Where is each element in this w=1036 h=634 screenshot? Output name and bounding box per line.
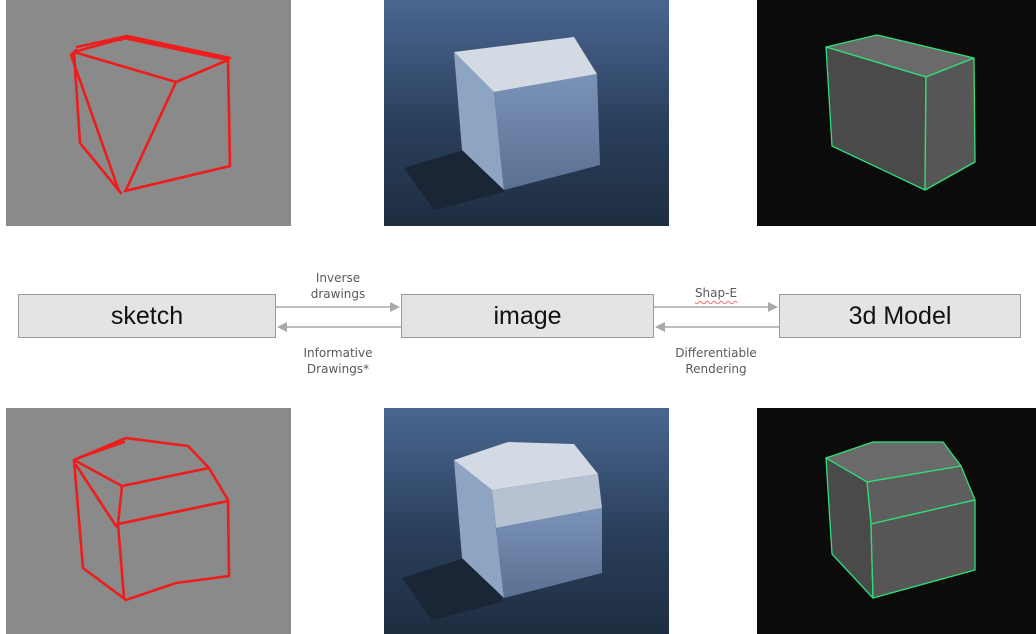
inverse-drawings-line1: Inverse [315,271,361,285]
informative-drawings-line2: Drawings* [306,362,370,376]
sketch-node-label: sketch [110,301,184,330]
model-node: 3d Model [779,294,1021,338]
shap-e-label: Shap-E [666,285,766,301]
mesh-cube-top [757,0,1036,226]
differentiable-rendering-label: Differentiable Rendering [655,345,777,377]
inverse-drawings-line2: drawings [310,287,366,301]
shap-e-text: Shap-E [694,286,738,300]
informative-drawings-label: Informative Drawings* [283,345,393,377]
informative-drawings-line1: Informative [303,346,373,360]
model-node-label: 3d Model [848,301,952,330]
sketch-cube-top [6,0,291,226]
sketch-node: sketch [18,294,276,338]
image-node-label: image [493,301,562,330]
rendered-chamfer-bottom [384,408,669,634]
image-node: image [401,294,654,338]
differentiable-rendering-line2: Rendering [685,362,747,376]
rendered-cube-top [384,0,669,226]
sketch-chamfer-bottom [6,408,291,634]
mesh-chamfer-bottom [757,408,1036,634]
differentiable-rendering-line1: Differentiable [675,346,757,360]
inverse-drawings-label: Inverse drawings [288,270,388,302]
